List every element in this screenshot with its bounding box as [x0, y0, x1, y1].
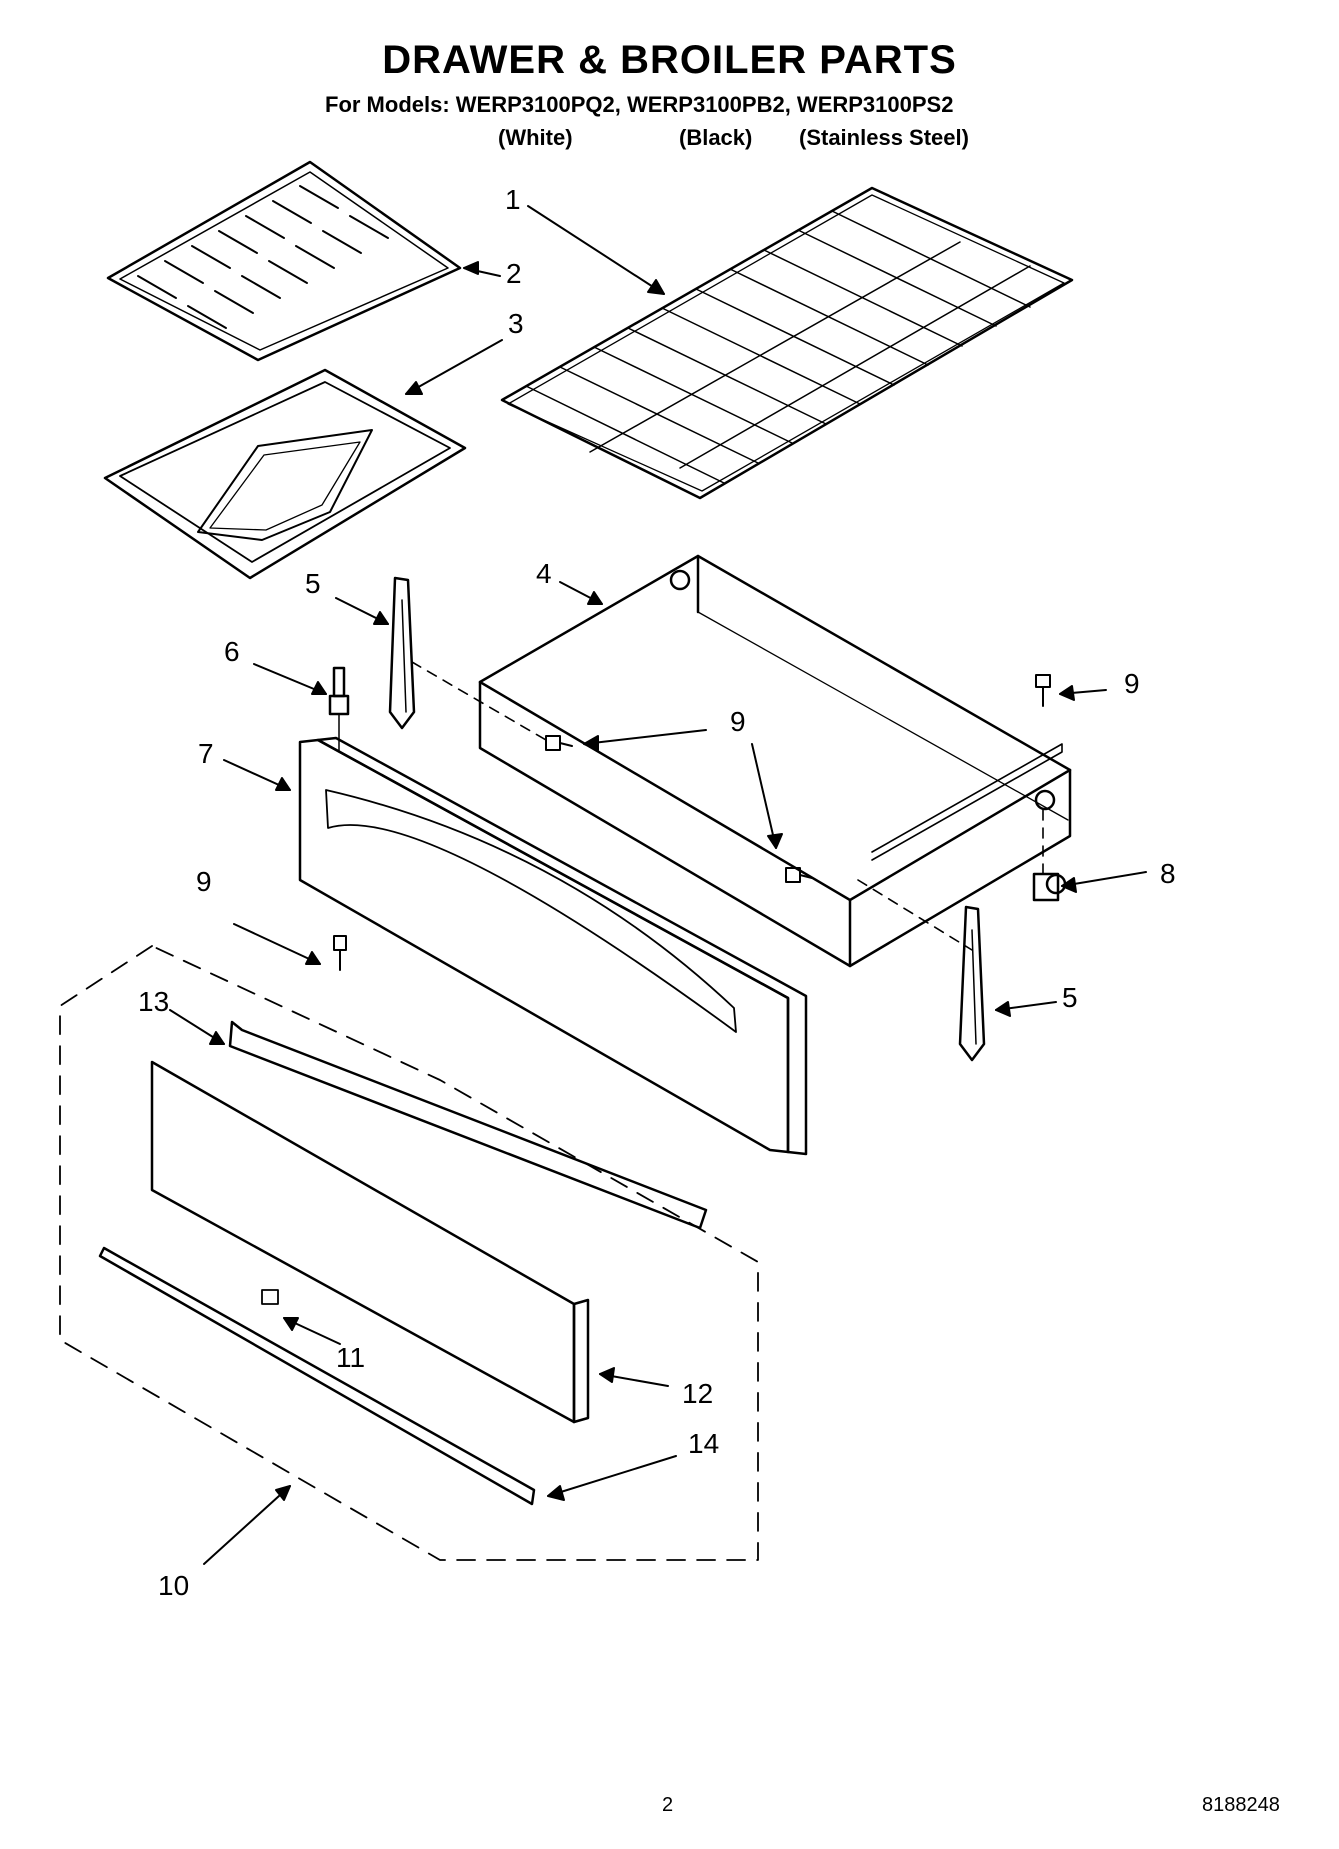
callout-arrows	[169, 205, 1147, 1565]
callout-2: 2	[506, 258, 522, 289]
screw-drawings	[333, 674, 1051, 971]
callout-7: 7	[198, 738, 214, 769]
callout-11: 11	[336, 1342, 366, 1373]
oven-rack-drawing	[500, 186, 1074, 500]
broiler-pan-drawing	[103, 368, 467, 580]
drawer-slide-right-drawing	[958, 905, 986, 1062]
callout-10: 10	[158, 1570, 190, 1601]
callout-9-right: 9	[1124, 668, 1140, 699]
callout-14: 14	[688, 1428, 720, 1459]
callout-3: 3	[508, 308, 524, 339]
callout-1: 1	[505, 184, 521, 215]
kick-panel-assembly-drawing	[98, 1020, 708, 1506]
broiler-grid-drawing	[106, 160, 462, 362]
callout-8: 8	[1160, 858, 1176, 889]
drawer-front-drawing	[298, 736, 808, 1156]
drawer-slide-left-drawing	[388, 576, 416, 730]
assembly-outline	[59, 945, 759, 1561]
page-number: 2	[662, 1794, 674, 1816]
leader-dashes	[411, 661, 1044, 951]
variant-white: (White)	[498, 125, 573, 150]
callout-13: 13	[138, 986, 170, 1017]
callout-12: 12	[682, 1378, 714, 1409]
models-line: For Models: WERP3100PQ2, WERP3100PB2, WE…	[325, 92, 954, 117]
callout-9-left: 9	[196, 866, 212, 897]
drawer-body-drawing	[478, 554, 1072, 968]
callout-4: 4	[536, 558, 552, 589]
page-title: DRAWER & BROILER PARTS	[382, 38, 957, 82]
callout-5-right: 5	[1062, 982, 1078, 1013]
clip-drawing	[1032, 872, 1067, 902]
variant-black: (Black)	[679, 125, 753, 150]
callout-6: 6	[224, 636, 240, 667]
document-number: 8188248	[1202, 1794, 1280, 1816]
variant-stainless: (Stainless Steel)	[799, 125, 969, 150]
callout-9-center: 9	[730, 706, 746, 737]
callout-5-left: 5	[305, 568, 321, 599]
stud-drawing	[328, 666, 350, 753]
